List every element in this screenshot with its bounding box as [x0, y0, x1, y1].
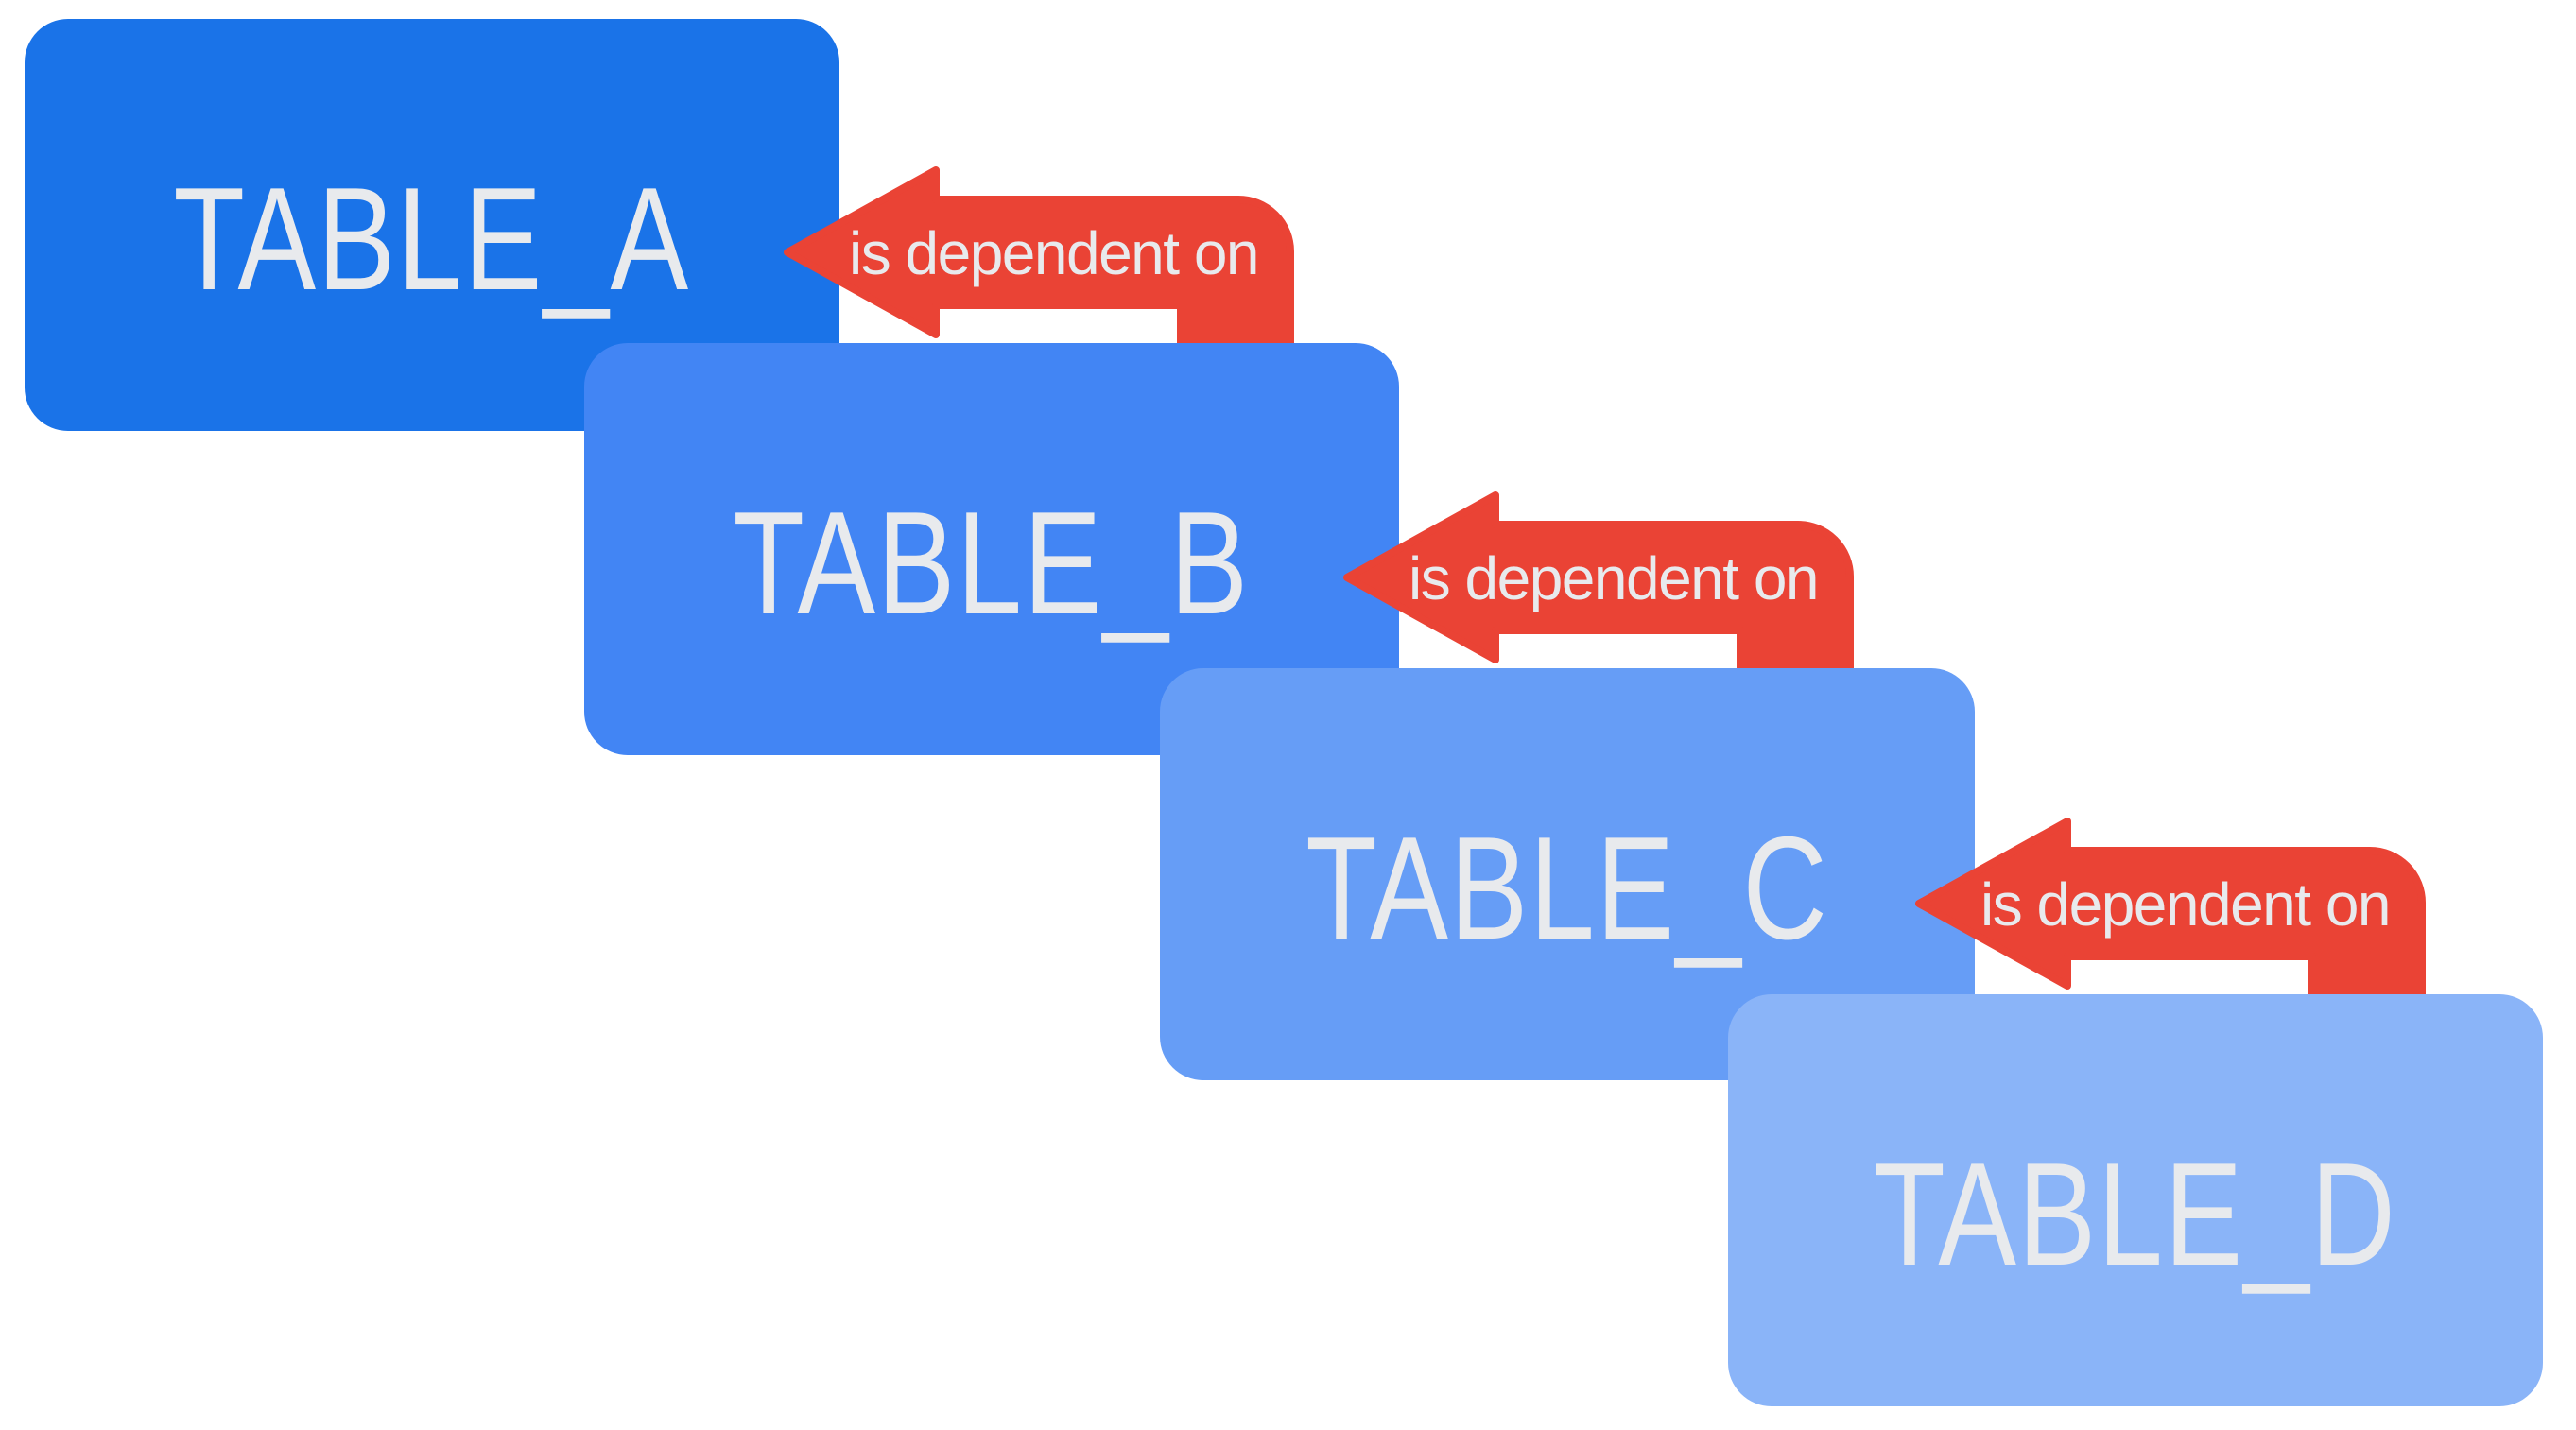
table-node-label: TABLE_A [173, 157, 691, 320]
arrow-label: is dependent on [849, 219, 1258, 287]
dependency-arrow-d-to-c: is dependent on [1915, 818, 2426, 998]
table-node-label: TABLE_B [733, 481, 1251, 645]
dependency-arrow-c-to-b: is dependent on [1343, 491, 1854, 672]
table-node-label: TABLE_C [1305, 806, 1829, 970]
arrow-label: is dependent on [1980, 870, 2390, 939]
table-node-table-a: TABLE_A [25, 19, 839, 431]
table-node-label: TABLE_D [1874, 1132, 2397, 1296]
dependency-arrow-b-to-a: is dependent on [784, 166, 1294, 347]
table-node-table-d: TABLE_D [1728, 994, 2543, 1406]
arrow-label: is dependent on [1409, 544, 1818, 612]
